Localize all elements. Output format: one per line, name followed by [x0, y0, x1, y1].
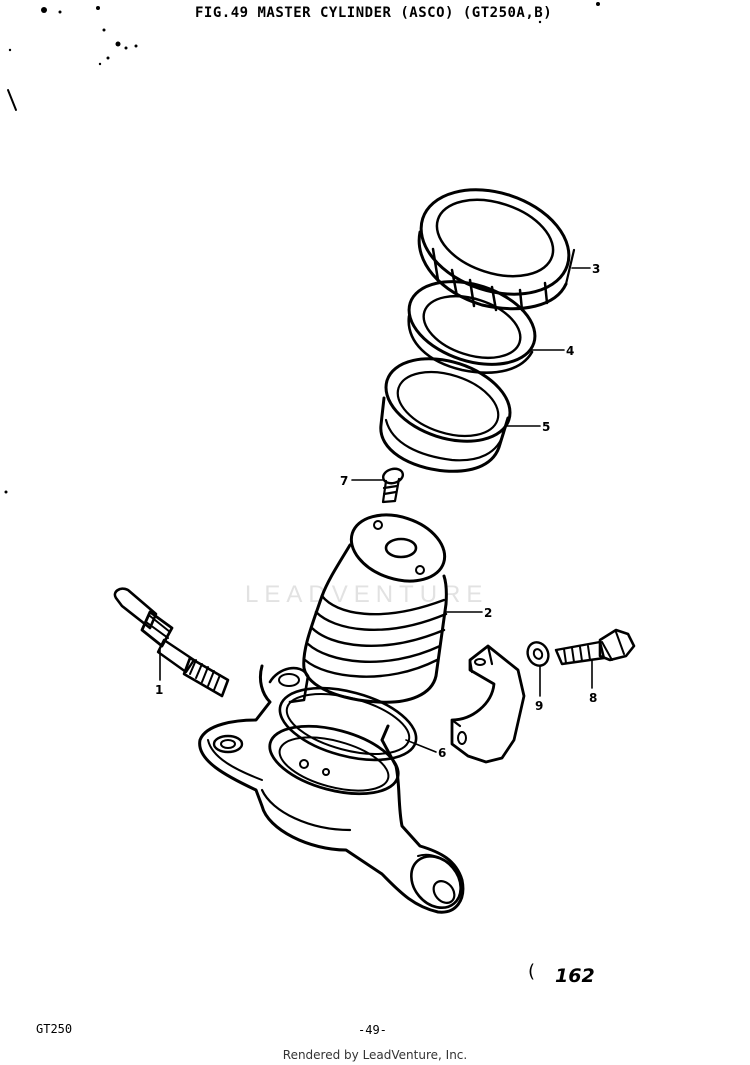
callout-label-4: 4: [566, 344, 574, 358]
watermark: LEADVENTURE: [245, 581, 489, 608]
scan-specks: [4, 2, 600, 494]
scan-scratch: [7, 89, 17, 111]
callout-label-1: 1: [155, 683, 163, 697]
callout-label-2: 2: [484, 606, 492, 620]
part-1-fitting: [113, 587, 230, 698]
part-7-screw: [381, 467, 405, 504]
callout-label-3: 3: [592, 262, 600, 276]
model-code: GT250: [36, 1022, 73, 1036]
part-8-bolt: [554, 628, 636, 666]
callout-label-5: 5: [542, 420, 550, 434]
callout-label-7: 7: [340, 474, 348, 488]
part-9-washer: [526, 641, 550, 667]
callout-label-6: 6: [438, 746, 446, 760]
part-3-reservoir-cap: [417, 188, 576, 312]
page-number: -49-: [358, 1023, 387, 1037]
page-code: 162: [555, 965, 595, 987]
part-2-reservoir-body: [302, 513, 448, 704]
master-cylinder-housing: [198, 664, 465, 914]
callout-label-8: 8: [589, 691, 597, 705]
callout-leaders: [159, 267, 593, 753]
part-6-o-ring: [278, 686, 418, 762]
clamp-bracket: [450, 644, 526, 764]
page-title: FIG.49 MASTER CYLINDER (ASCO) (GT250A,B): [195, 5, 553, 21]
part-4-diaphragm-plate: [407, 280, 537, 374]
callout-label-9: 9: [535, 699, 543, 713]
render-credit: Rendered by LeadVenture, Inc.: [282, 1048, 468, 1062]
page-code-paren: (: [528, 961, 536, 982]
part-5-diaphragm: [379, 357, 512, 473]
